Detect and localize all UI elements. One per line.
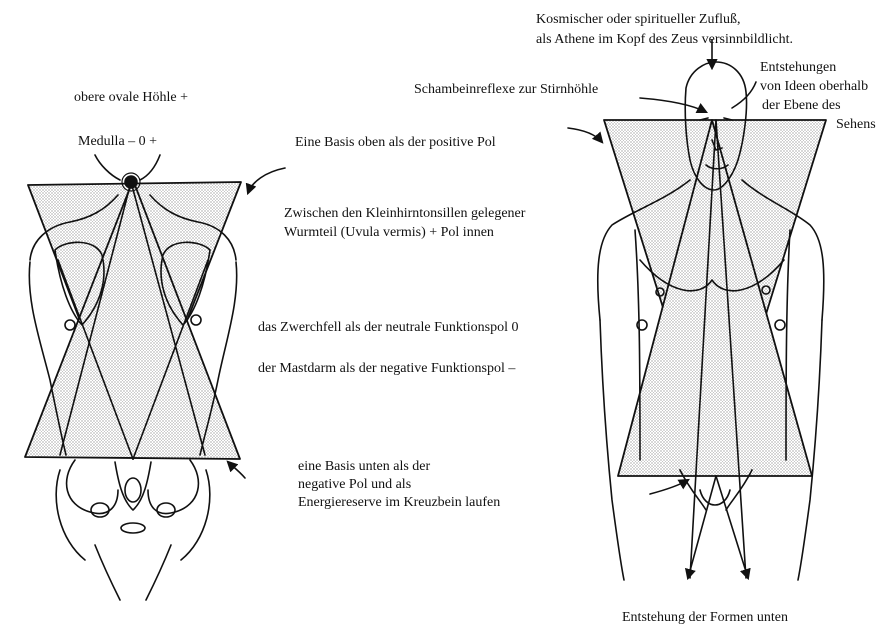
- label-lower-base-line1: eine Basis unten als der: [298, 459, 431, 474]
- label-pubic-reflex: Schambeinreflexe zur Stirnhöhle: [414, 82, 598, 97]
- label-upper-base: Eine Basis oben als der positive Pol: [295, 135, 496, 150]
- lower-base-arrow: [228, 462, 245, 478]
- label-forms-below: Entstehung der Formen unten: [622, 610, 788, 625]
- right-fig-left-arm: [600, 320, 624, 580]
- label-lower-base-line3: Energiereserve im Kreuzbein laufen: [298, 495, 500, 510]
- label-cosmic-line1: Kosmischer oder spiritueller Zufluß,: [536, 12, 741, 27]
- right-standing-figure: [568, 40, 826, 580]
- label-ideas-line4: Sehens: [836, 117, 876, 132]
- label-diaphragm: das Zwerchfell als der neutrale Funktion…: [258, 320, 518, 335]
- label-medulla: Medulla – 0 +: [78, 134, 157, 149]
- label-ideas-line2: von Ideen oberhalb: [760, 79, 868, 94]
- pubic-reflex-arrow: [640, 98, 706, 112]
- upper-base-arrow: [248, 168, 285, 193]
- label-vermis-line2: Wurmteil (Uvula vermis) + Pol innen: [284, 225, 494, 240]
- left-torso-figure: [25, 155, 285, 600]
- label-oval-cavity: obere ovale Höhle +: [74, 90, 188, 105]
- label-ideas-line1: Entstehungen: [760, 60, 836, 75]
- label-vermis-line1: Zwischen den Kleinhirntonsillen gelegene…: [284, 206, 526, 221]
- label-ideas-line3: der Ebene des: [762, 98, 841, 113]
- label-cosmic-line2: als Athene im Kopf des Zeus versinnbildl…: [536, 32, 793, 47]
- label-lower-base-line2: negative Pol und als: [298, 477, 411, 492]
- label-rectum: der Mastdarm als der negative Funktionsp…: [258, 361, 516, 376]
